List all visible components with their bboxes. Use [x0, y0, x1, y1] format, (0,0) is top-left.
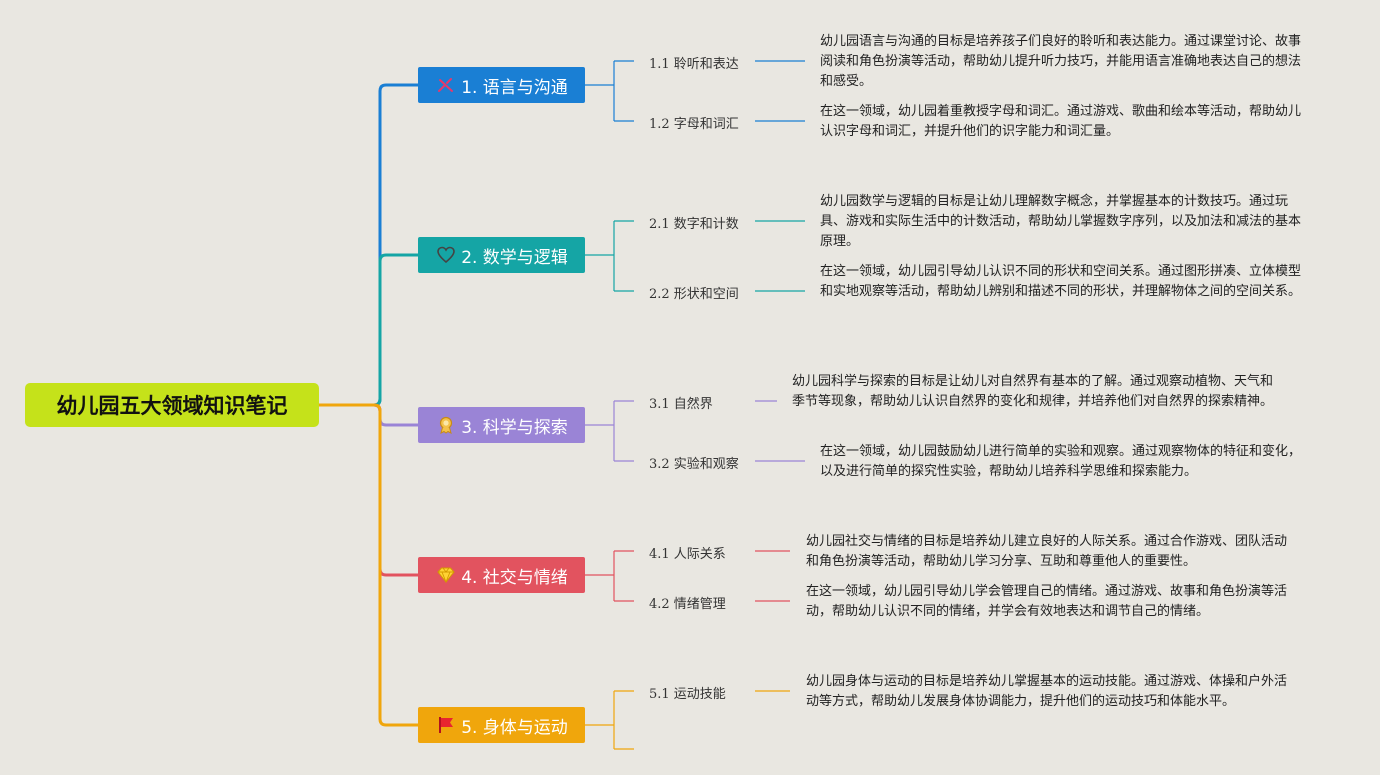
subtopic-description: 幼儿园语言与沟通的目标是培养孩子们良好的聆听和表达能力。通过课堂讨论、故事阅读和… [820, 34, 1302, 89]
medal-icon [435, 414, 457, 436]
subtopic-label[interactable]: 2.1 数字和计数 [649, 217, 739, 232]
branch-label: 1. 语言与沟通 [461, 77, 568, 98]
branch-label: 5. 身体与运动 [461, 717, 568, 738]
subtopic-label[interactable]: 4.2 情绪管理 [649, 597, 726, 612]
subtopic-label[interactable]: 1.1 聆听和表达 [649, 57, 739, 72]
subtopic-description: 幼儿园科学与探索的目标是让幼儿对自然界有基本的了解。通过观察动植物、天气和季节等… [792, 374, 1274, 409]
flag-icon [435, 714, 457, 736]
root-branch-connector [319, 403, 418, 427]
branch-node-language[interactable]: 1. 语言与沟通 [418, 67, 585, 103]
subtopic-label[interactable]: 2.2 形状和空间 [649, 287, 739, 302]
branch-node-physical[interactable]: 5. 身体与运动 [418, 707, 585, 743]
subtopic-label[interactable]: 1.2 字母和词汇 [649, 117, 739, 132]
subtopic-label[interactable]: 4.1 人际关系 [649, 547, 726, 562]
diamond-icon [435, 564, 457, 586]
subtopic-description: 幼儿园社交与情绪的目标是培养幼儿建立良好的人际关系。通过合作游戏、团队活动和角色… [806, 534, 1288, 569]
subtopic-description: 幼儿园身体与运动的目标是培养幼儿掌握基本的运动技能。通过游戏、体操和户外活动等方… [806, 674, 1288, 709]
root-branch-connector [319, 83, 418, 407]
root-title: 幼儿园五大领域知识笔记 [56, 394, 288, 418]
subtopic-description: 在这一领域，幼儿园引导幼儿认识不同的形状和空间关系。通过图形拼凑、立体模型和实地… [820, 264, 1302, 299]
subtopic-description: 在这一领域，幼儿园引导幼儿学会管理自己的情绪。通过游戏、故事和角色扮演等活动，帮… [806, 584, 1288, 619]
root-branch-connector [319, 403, 418, 727]
root-branch-connector [319, 403, 418, 577]
subtopic-label[interactable]: 5.1 运动技能 [649, 687, 726, 702]
branch-node-math[interactable]: 2. 数学与逻辑 [418, 237, 585, 273]
branch-node-science[interactable]: 3. 科学与探索 [418, 407, 585, 443]
branch-label: 3. 科学与探索 [461, 417, 568, 438]
branch-node-social[interactable]: 4. 社交与情绪 [418, 557, 585, 593]
pencil-ruler-icon [435, 74, 457, 96]
subtopic-description: 在这一领域，幼儿园鼓励幼儿进行简单的实验和观察。通过观察物体的特征和变化，以及进… [820, 444, 1302, 479]
root-branch-connector [319, 253, 418, 407]
subtopic-description: 幼儿园数学与逻辑的目标是让幼儿理解数字概念，并掌握基本的计数技巧。通过玩具、游戏… [820, 194, 1302, 249]
subtopic-description: 在这一领域，幼儿园着重教授字母和词汇。通过游戏、歌曲和绘本等活动，帮助幼儿认识字… [820, 104, 1302, 139]
subtopic-label[interactable]: 3.1 自然界 [649, 397, 713, 412]
heart-icon [435, 244, 457, 266]
branch-label: 2. 数学与逻辑 [461, 247, 568, 268]
subtopic-label[interactable]: 3.2 实验和观察 [649, 457, 739, 472]
root-node[interactable]: 幼儿园五大领域知识笔记 [25, 383, 319, 427]
branch-label: 4. 社交与情绪 [461, 567, 568, 588]
